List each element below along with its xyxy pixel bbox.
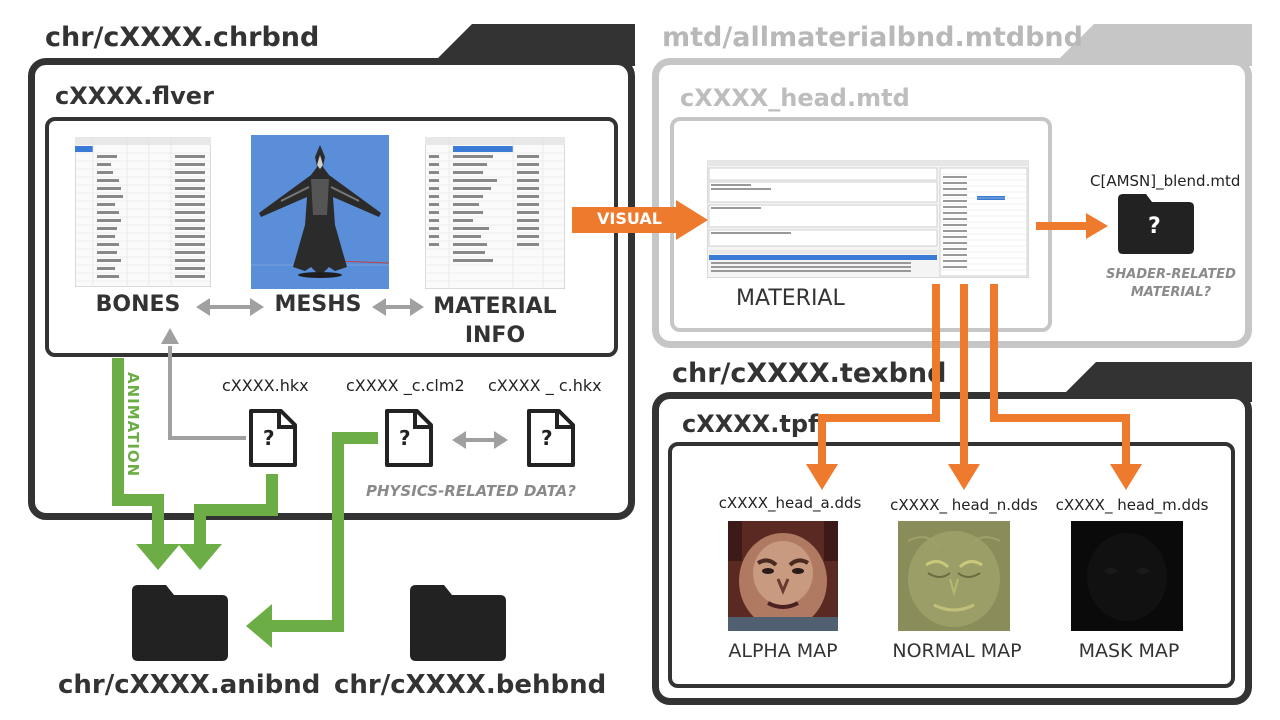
material-editor-thumbnail <box>707 160 1029 278</box>
alpha-map-thumbnail <box>728 521 838 631</box>
mask-map-thumbnail <box>1071 521 1183 631</box>
clm2-question-mark: ? <box>399 426 411 450</box>
hkx-file-label: cXXXX.hkx <box>222 376 309 395</box>
bones-table-thumbnail <box>75 137 211 287</box>
bones-meshes-link-arrow <box>196 298 264 316</box>
visual-arrow <box>572 200 708 240</box>
material-label: MATERIAL <box>736 286 845 311</box>
blend-question-mark: ? <box>1148 214 1161 239</box>
normal-map-thumbnail <box>898 521 1010 631</box>
anibnd-folder-icon <box>132 585 228 661</box>
material-info-label: MATERIAL INFO <box>433 294 557 348</box>
blend-folder-icon <box>1118 194 1194 254</box>
c-hkx-question-mark: ? <box>541 426 553 450</box>
mtdbnd-tab <box>1052 24 1252 66</box>
hkx-question-mark: ? <box>263 426 275 450</box>
behbnd-label: chr/cXXXX.behbnd <box>334 670 607 700</box>
unknown-file-icon <box>527 409 575 467</box>
chrbnd-tab <box>430 24 635 66</box>
clm2-hkx-link-arrow <box>452 431 508 449</box>
mtdbnd-title: mtd/allmaterialbnd.mtdbnd <box>662 22 1083 53</box>
shader-note: SHADER-RELATED MATERIAL? <box>1106 267 1236 300</box>
mask-texture-filename: cXXXX_ head_m.dds <box>1055 496 1209 514</box>
hkx-to-bones-arrow <box>161 328 246 440</box>
material-to-blend-arrow <box>1036 213 1108 239</box>
normal-texture-filename: cXXXX_ head_n.dds <box>890 496 1038 514</box>
bones-label: BONES <box>95 292 181 317</box>
alpha-texture-filename: cXXXX_head_a.dds <box>718 494 862 512</box>
physics-note: PHYSICS-RELATED DATA? <box>366 482 576 500</box>
tpf-title: cXXXX.tpf <box>682 410 819 438</box>
animation-label: ANIMATION <box>124 372 142 478</box>
unknown-file-icon <box>385 409 433 467</box>
material-info-table-thumbnail <box>425 137 565 289</box>
flver-title: cXXXX.flver <box>55 82 214 110</box>
mask-map-label: MASK MAP <box>1078 640 1180 662</box>
anibnd-label: chr/cXXXX.anibnd <box>58 670 321 700</box>
clm2-file-label: cXXXX _c.clm2 <box>346 376 465 395</box>
alpha-map-label: ALPHA MAP <box>728 640 838 662</box>
head-mtd-title: cXXXX_head.mtd <box>680 84 910 112</box>
c-hkx-file-label: cXXXX _ c.hkx <box>488 376 602 395</box>
visual-label: VISUAL <box>597 209 662 228</box>
mesh-viewport-thumbnail <box>251 135 389 289</box>
meshes-label: MESHS <box>274 292 362 317</box>
chrbnd-title: chr/cXXXX.chrbnd <box>45 22 320 53</box>
normal-map-label: NORMAL MAP <box>892 640 1022 662</box>
meshes-material-link-arrow <box>372 298 424 316</box>
blend-mtd-label: C[AMSN]_blend.mtd <box>1090 172 1241 190</box>
behbnd-folder-icon <box>410 585 506 661</box>
texbnd-title: chr/cXXXX.texbnd <box>672 358 947 389</box>
